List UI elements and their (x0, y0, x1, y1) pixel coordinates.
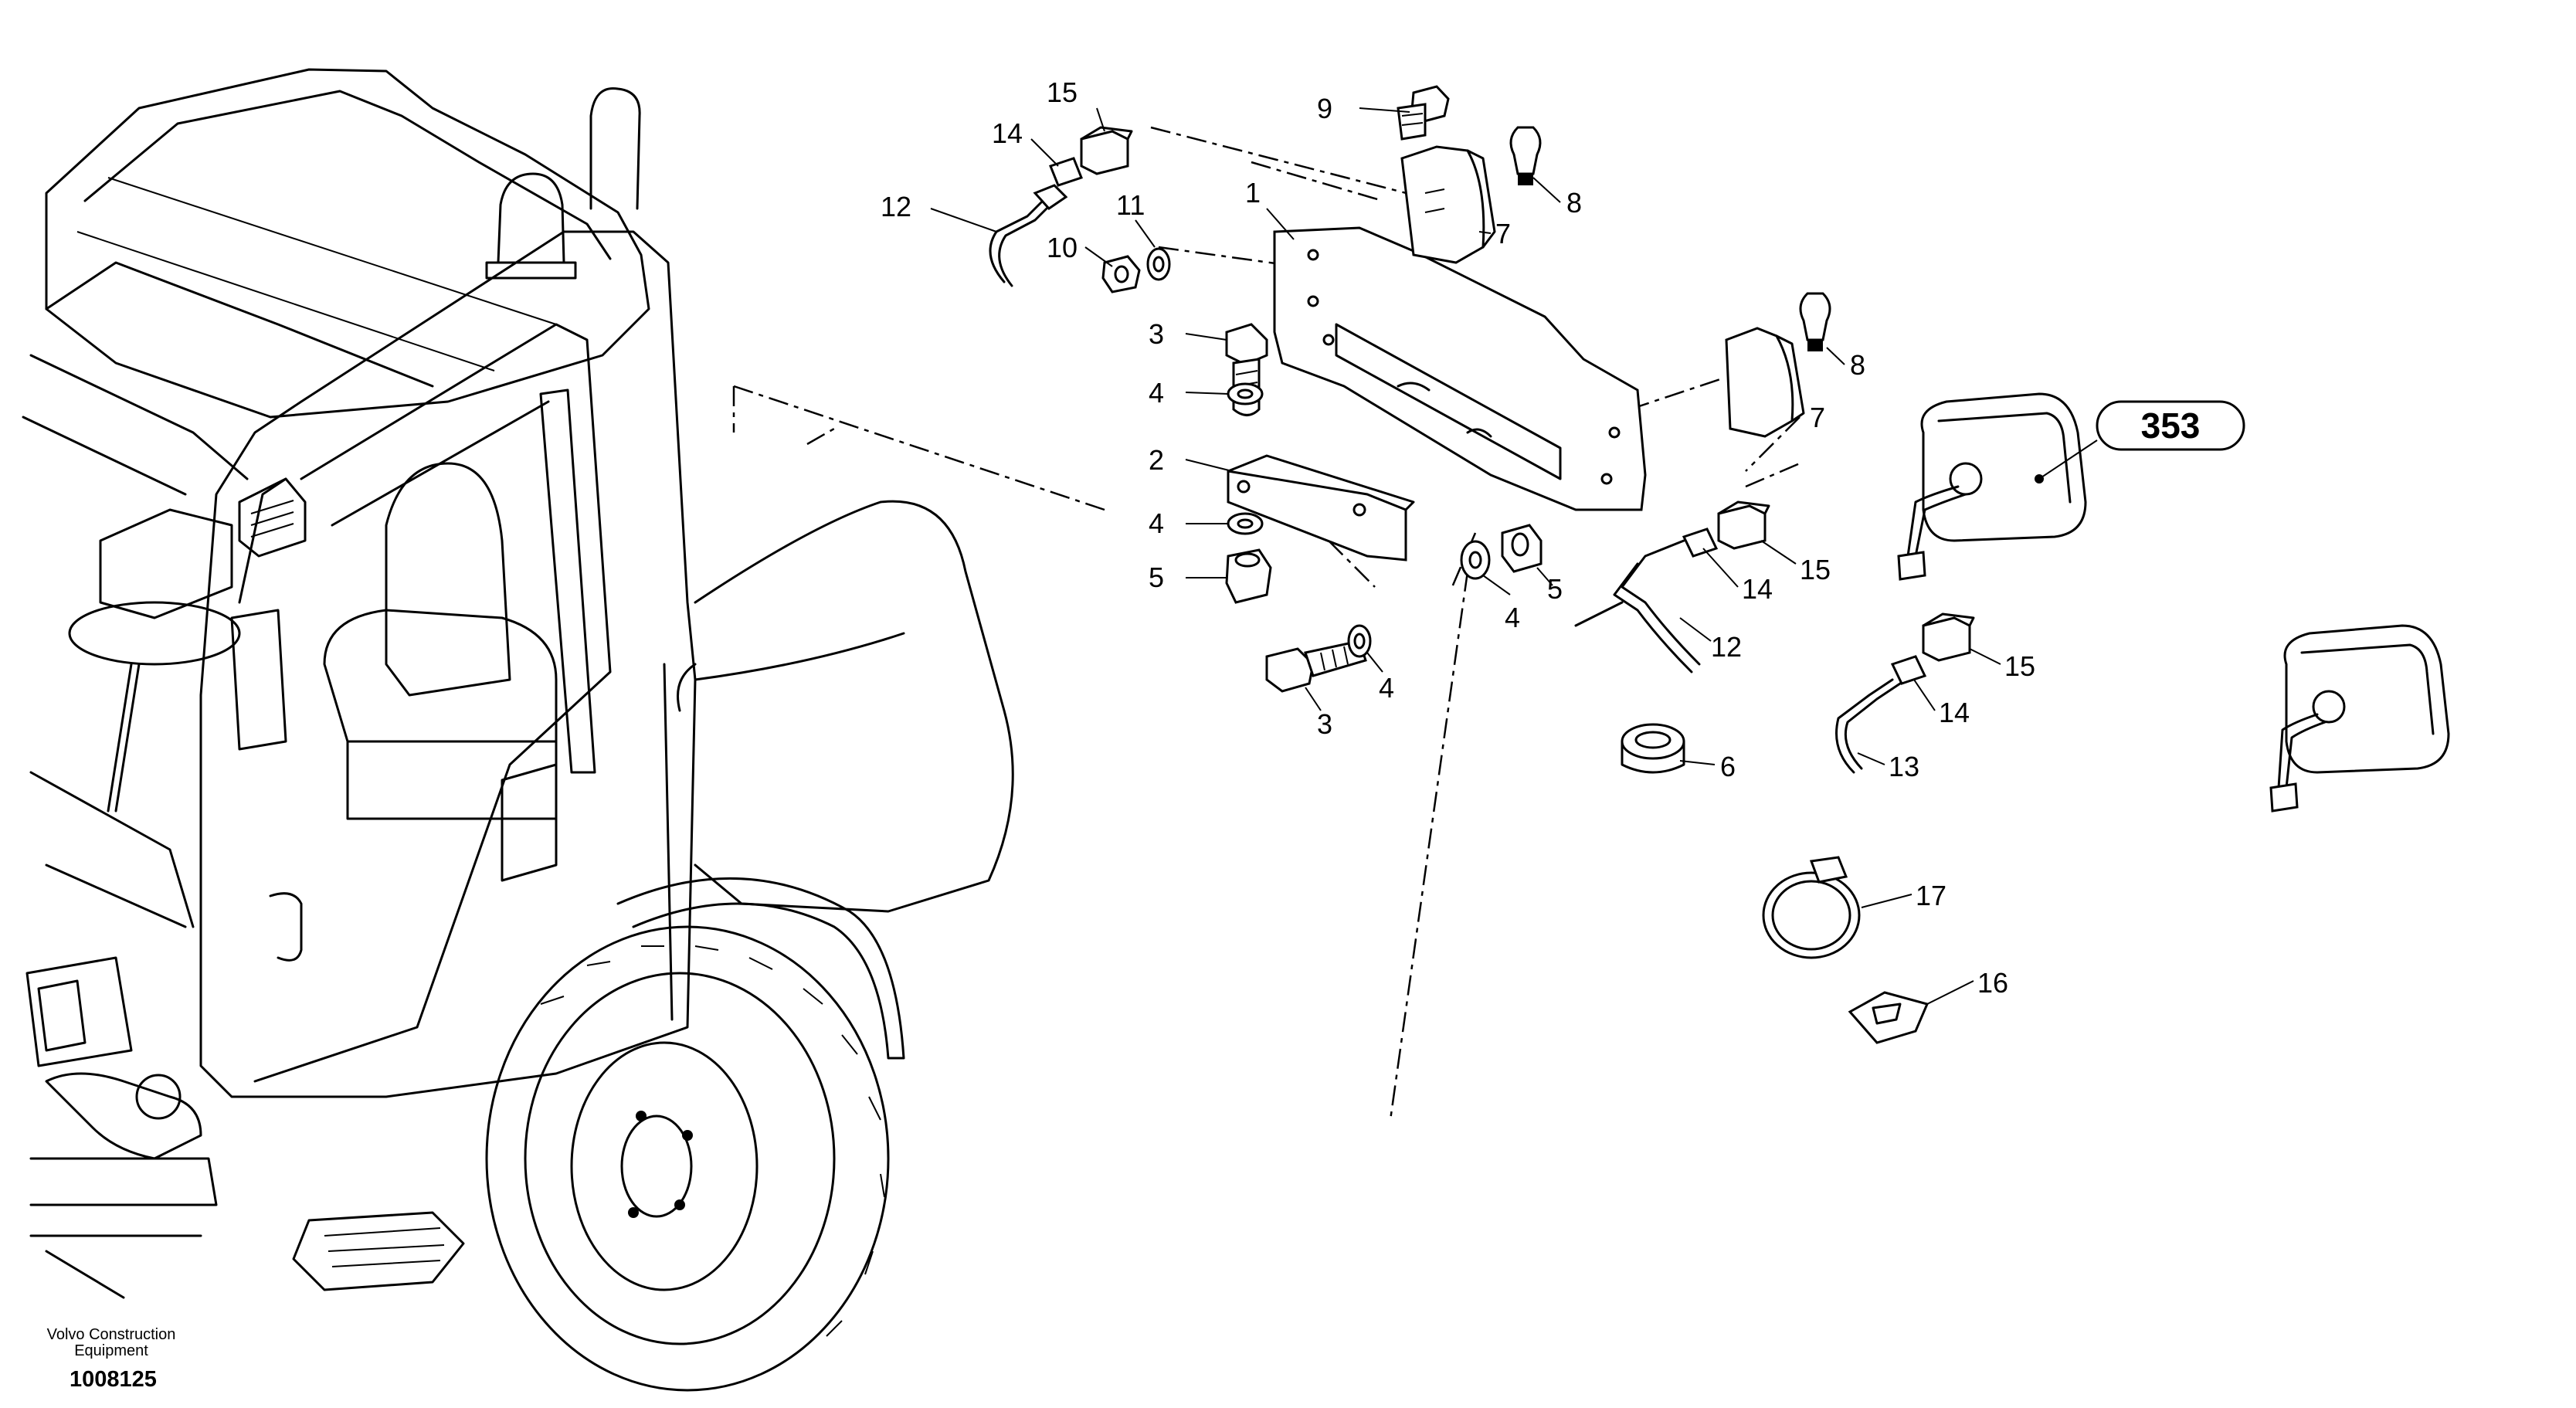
callout-4-a: 4 (1149, 377, 1164, 409)
callout-15-top: 15 (1047, 76, 1078, 108)
document-number: 1008125 (70, 1367, 157, 1392)
brand-line-1: Volvo Construction (46, 1326, 176, 1343)
callout-8-top: 8 (1566, 187, 1582, 219)
callout-labels: 1 2 3 3 4 4 4 4 5 5 6 7 7 8 8 9 10 11 12… (881, 76, 2035, 999)
callout-5-b: 5 (1547, 573, 1563, 605)
callout-13: 13 (1889, 751, 1919, 782)
callout-17: 17 (1916, 880, 1946, 911)
callout-3-top: 3 (1149, 318, 1164, 350)
leader-lines (930, 107, 2098, 1005)
callout-15-lower: 15 (2004, 650, 2035, 682)
brand-label: Volvo Construction Equipment (34, 1327, 188, 1359)
callout-12-lower: 12 (1711, 631, 1742, 663)
parts (989, 85, 2450, 1044)
callout-15-mid: 15 (1800, 554, 1831, 585)
callout-4-d: 4 (1505, 602, 1520, 633)
callout-12-top: 12 (881, 191, 911, 222)
assembly-lines (732, 126, 1800, 1121)
callout-6: 6 (1720, 751, 1736, 782)
callout-4-b: 4 (1149, 507, 1164, 539)
callout-11: 11 (1116, 189, 1145, 221)
callout-14-top: 14 (992, 117, 1023, 149)
reference-group-label: 353 (2141, 405, 2201, 446)
brand-line-2: Equipment (74, 1342, 148, 1359)
callout-10: 10 (1047, 232, 1078, 263)
callout-1: 1 (1245, 177, 1261, 209)
callout-8-lower: 8 (1850, 349, 1865, 381)
callout-14-mid: 14 (1742, 573, 1773, 605)
callout-4-c: 4 (1379, 672, 1394, 704)
callout-9: 9 (1317, 93, 1332, 124)
callout-5-a: 5 (1149, 562, 1164, 593)
callout-16: 16 (1977, 967, 2008, 999)
callout-14-lower: 14 (1939, 697, 1970, 728)
callout-2: 2 (1149, 444, 1164, 476)
loader-illustration (22, 68, 1014, 1392)
callout-7-top: 7 (1495, 218, 1511, 249)
callout-3-bottom: 3 (1317, 708, 1332, 740)
reference-group-bubble[interactable]: 353 (2096, 400, 2245, 451)
callout-7-lower: 7 (1810, 402, 1825, 433)
